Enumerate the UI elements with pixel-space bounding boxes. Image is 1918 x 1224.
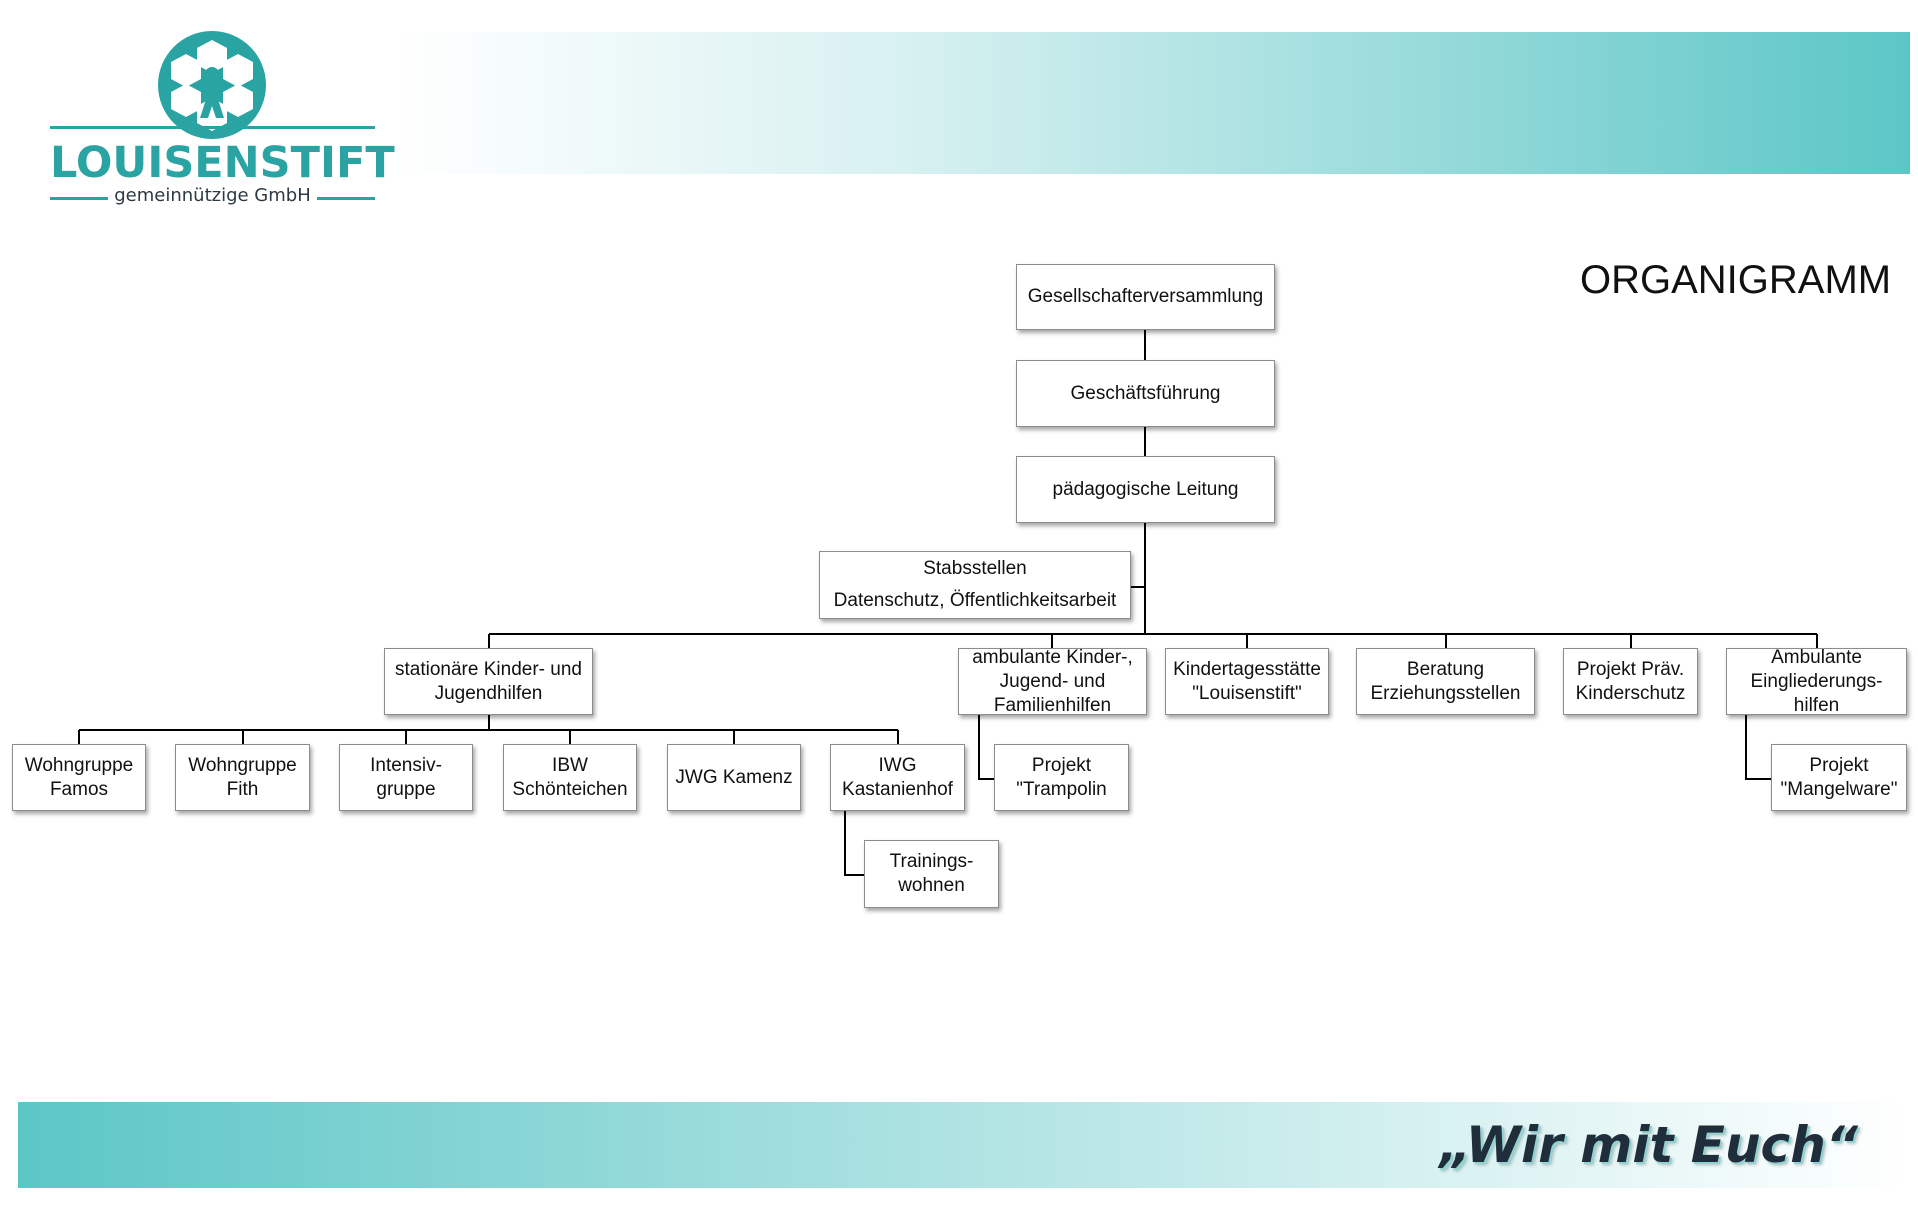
node-gesellschafterversammlung: Gesellschafterversammlung [1016,264,1275,330]
logo-bottom-line-left [50,197,108,200]
node-wohngruppe-fith: Wohngruppe Fith [175,744,310,811]
stabsstellen-title: Stabsstellen [923,558,1027,579]
node-stabsstellen: Stabsstellen Datenschutz, Öffentlichkeit… [819,551,1131,619]
node-stationaere-hilfen: stationäre Kinder- und Jugendhilfen [384,648,593,715]
logo-name: LOUISENSTIFT [50,138,395,188]
node-kindertagesstaette: Kindertagesstätte "Louisenstift" [1165,648,1329,715]
node-trainingswohnen: Trainings- wohnen [864,840,999,908]
connector-iwg-training [844,811,865,876]
node-geschaeftsfuehrung: Geschäftsführung [1016,360,1275,427]
node-projekt-praev-kinderschutz: Projekt Präv. Kinderschutz [1563,648,1698,715]
logo-bottom-line-right [317,197,375,200]
node-ambulante-eingliederungshilfen: Ambulante Eingliederungs- hilfen [1726,647,1907,716]
top-banner [390,32,1910,174]
page-title: ORGANIGRAMM [1580,258,1892,302]
node-iwg-kastanienhof: IWG Kastanienhof [830,744,965,811]
honeycomb-child-icon [158,31,266,139]
node-intensivgruppe: Intensiv- gruppe [339,744,473,811]
connector-eingliederung-mangelware [1745,715,1772,780]
node-ibw-schoenteichen: IBW Schönteichen [503,744,637,811]
node-paedagogische-leitung: pädagogische Leitung [1016,456,1275,523]
stabsstellen-detail: Datenschutz, Öffentlichkeitsarbeit [833,590,1117,611]
logo-top-line [50,126,375,129]
logo: LOUISENSTIFT gemeinnützige GmbH [50,30,395,210]
logo-subtitle: gemeinnützige GmbH [114,185,311,206]
node-wohngruppe-famos: Wohngruppe Famos [12,744,146,811]
slogan: „Wir mit Euch“ [1439,1116,1858,1174]
bottom-banner [18,1102,1910,1188]
node-beratung-erziehungsstellen: Beratung Erziehungsstellen [1356,648,1535,715]
node-jwg-kamenz: JWG Kamenz [667,744,801,811]
node-projekt-mangelware: Projekt "Mangelware" [1771,744,1907,811]
node-ambulante-hilfen: ambulante Kinder-, Jugend- und Familienh… [958,647,1147,716]
connector-ambulant-trampolin [978,715,995,780]
node-projekt-trampolin: Projekt "Trampolin [994,744,1129,811]
